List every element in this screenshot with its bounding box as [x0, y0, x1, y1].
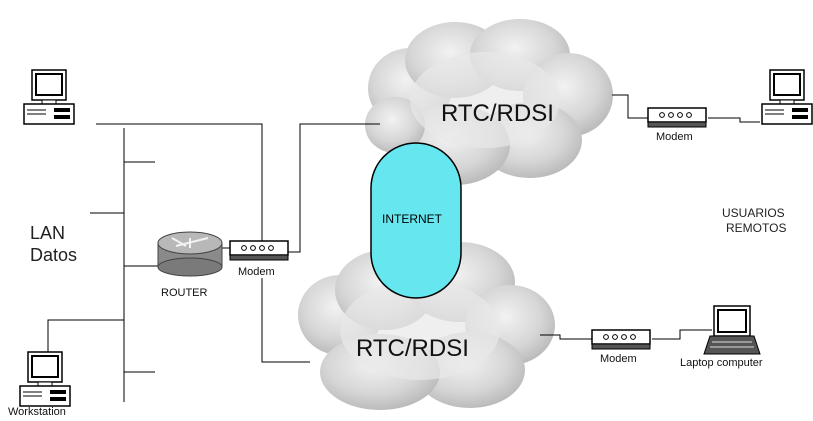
router-icon: [157, 231, 223, 277]
remote-desktop-computer-icon: [761, 69, 813, 125]
remote-users-label-line2: REMOTOS: [726, 221, 787, 235]
laptop-icon: [703, 305, 761, 355]
modem-local-icon: [229, 240, 289, 261]
cloud-top-label: RTC/RDSI: [441, 100, 554, 127]
datos-label: Datos: [30, 245, 78, 265]
cloud-top: [365, 19, 613, 185]
remote-users-label-line1: USUARIOS: [722, 206, 785, 220]
internet-label: INTERNET: [382, 212, 442, 226]
workstation-label: Workstation: [8, 406, 66, 418]
workstation-computer-icon: [19, 351, 71, 407]
router-label: ROUTER: [161, 287, 208, 299]
modem-bottom-icon: [591, 329, 651, 350]
modem-bottom-label: Modem: [600, 353, 637, 365]
lan-lines: [47, 94, 760, 402]
modem-top-icon: [647, 107, 707, 128]
lan-label: LAN: [30, 223, 66, 243]
cloud-bottom-label: RTC/RDSI: [356, 335, 469, 362]
laptop-label: Laptop computer: [680, 357, 763, 369]
internet-oval: [370, 142, 462, 299]
modem-local-label: Modem: [238, 266, 275, 278]
modem-top-label: Modem: [656, 131, 693, 143]
cloud-bottom: [298, 242, 555, 410]
desktop-computer-icon: [23, 69, 75, 125]
